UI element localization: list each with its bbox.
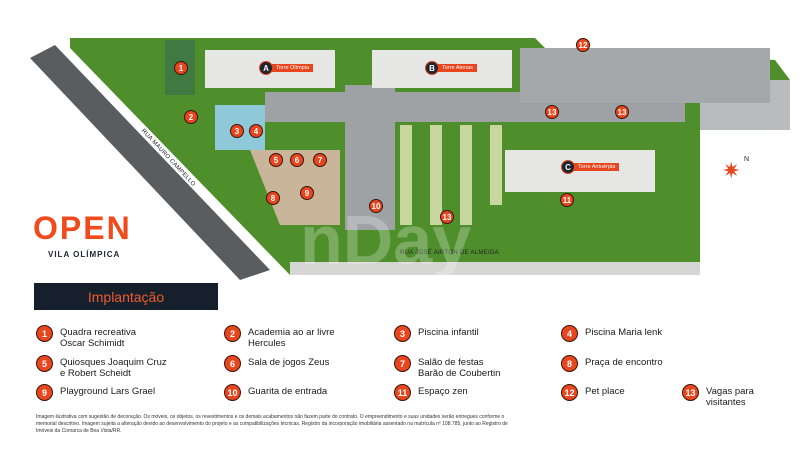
legend-item: 10 Guarita de entrada [224, 384, 327, 401]
legend-label: Guarita de entrada [248, 386, 328, 397]
legend-number-badge: 4 [561, 325, 578, 342]
tower-letter: B [425, 61, 439, 75]
legend-label: Sala de jogos Zeus [248, 357, 330, 368]
compass-north-label: N [744, 156, 750, 163]
map-marker-9[interactable]: 9 [300, 186, 314, 200]
legend-label: Espaço zen [418, 386, 468, 397]
legend-item: 12 Pet place [561, 384, 625, 401]
legend-label: Piscina Maria lenk [585, 327, 663, 338]
street-label-jose-airton: RUA JOSÉ AIRTON DE ALMEIDA [400, 250, 499, 256]
legend-number-badge: 7 [394, 355, 411, 372]
legend-label: Quiosques Joaquim Cruz e Robert Scheidt [60, 357, 167, 379]
legend-number-badge: 8 [561, 355, 578, 372]
legend-item: 8 Praça de encontro [561, 355, 663, 372]
legend-number-badge: 10 [224, 384, 241, 401]
legend-item: 13 Vagas para visitantes [682, 384, 754, 408]
legend-label: Pet place [585, 386, 625, 397]
legend-number-badge: 12 [561, 384, 578, 401]
legend-number-badge: 1 [36, 325, 53, 342]
legend-number-badge: 2 [224, 325, 241, 342]
legend-item: 11 Espaço zen [394, 384, 468, 401]
map-marker-12[interactable]: 12 [576, 38, 590, 52]
disclaimer: Imagem ilustrativa com sugestão de decor… [36, 414, 508, 434]
map-background [30, 38, 790, 280]
legend-number-badge: 11 [394, 384, 411, 401]
legend-label: Vagas para visitantes [706, 386, 754, 408]
tower-letter: A [259, 61, 273, 75]
legend-number-badge: 13 [682, 384, 699, 401]
tower-name: Torre Atenas [436, 64, 477, 72]
map-marker-5[interactable]: 5 [269, 153, 283, 167]
map-marker-6[interactable]: 6 [290, 153, 304, 167]
legend-label: Praça de encontro [585, 357, 663, 368]
legend-label: Academia ao ar livre Hercules [248, 327, 335, 349]
map-marker-10[interactable]: 10 [369, 199, 383, 213]
map-marker-3[interactable]: 3 [230, 124, 244, 138]
section-title: Implantação [34, 283, 218, 310]
tower-name: Torre Antuérpia [572, 163, 620, 171]
map-marker-4[interactable]: 4 [249, 124, 263, 138]
compass-icon: ✷N [722, 156, 750, 183]
legend-label: Salão de festas Barão de Coubertin [418, 357, 501, 379]
map-marker-13[interactable]: 13 [615, 105, 629, 119]
map-marker-7[interactable]: 7 [313, 153, 327, 167]
map-marker-1[interactable]: 1 [174, 61, 188, 75]
tower-name: Torre Olímpia [270, 64, 314, 72]
legend-item: 3 Piscina infantil [394, 325, 479, 342]
map-marker-13[interactable]: 13 [545, 105, 559, 119]
legend-item: 5 Quiosques Joaquim Cruz e Robert Scheidt [36, 355, 167, 379]
legend-label: Playground Lars Grael [60, 386, 156, 397]
legend-item: 4 Piscina Maria lenk [561, 325, 662, 342]
legend-number-badge: 3 [394, 325, 411, 342]
brand-logo: OPEN [33, 210, 132, 246]
legend-number-badge: 6 [224, 355, 241, 372]
map-marker-11[interactable]: 11 [560, 193, 574, 207]
tower-letter: C [561, 160, 575, 174]
map-marker-8[interactable]: 8 [266, 191, 280, 205]
brand-subtitle: VILA OLÍMPICA [48, 250, 121, 259]
legend-number-badge: 9 [36, 384, 53, 401]
legend-item: 9 Playground Lars Grael [36, 384, 155, 401]
legend-label: Quadra recreativa Oscar Schimidt [60, 327, 137, 349]
watermark: nDay [300, 201, 472, 279]
map-marker-13[interactable]: 13 [440, 210, 454, 224]
map-marker-2[interactable]: 2 [184, 110, 198, 124]
legend-item: 1 Quadra recreativa Oscar Schimidt [36, 325, 136, 349]
legend-label: Piscina infantil [418, 327, 479, 338]
legend-item: 6 Sala de jogos Zeus [224, 355, 329, 372]
legend-item: 7 Salão de festas Barão de Coubertin [394, 355, 500, 379]
legend-number-badge: 5 [36, 355, 53, 372]
legend-item: 2 Academia ao ar livre Hercules [224, 325, 335, 349]
